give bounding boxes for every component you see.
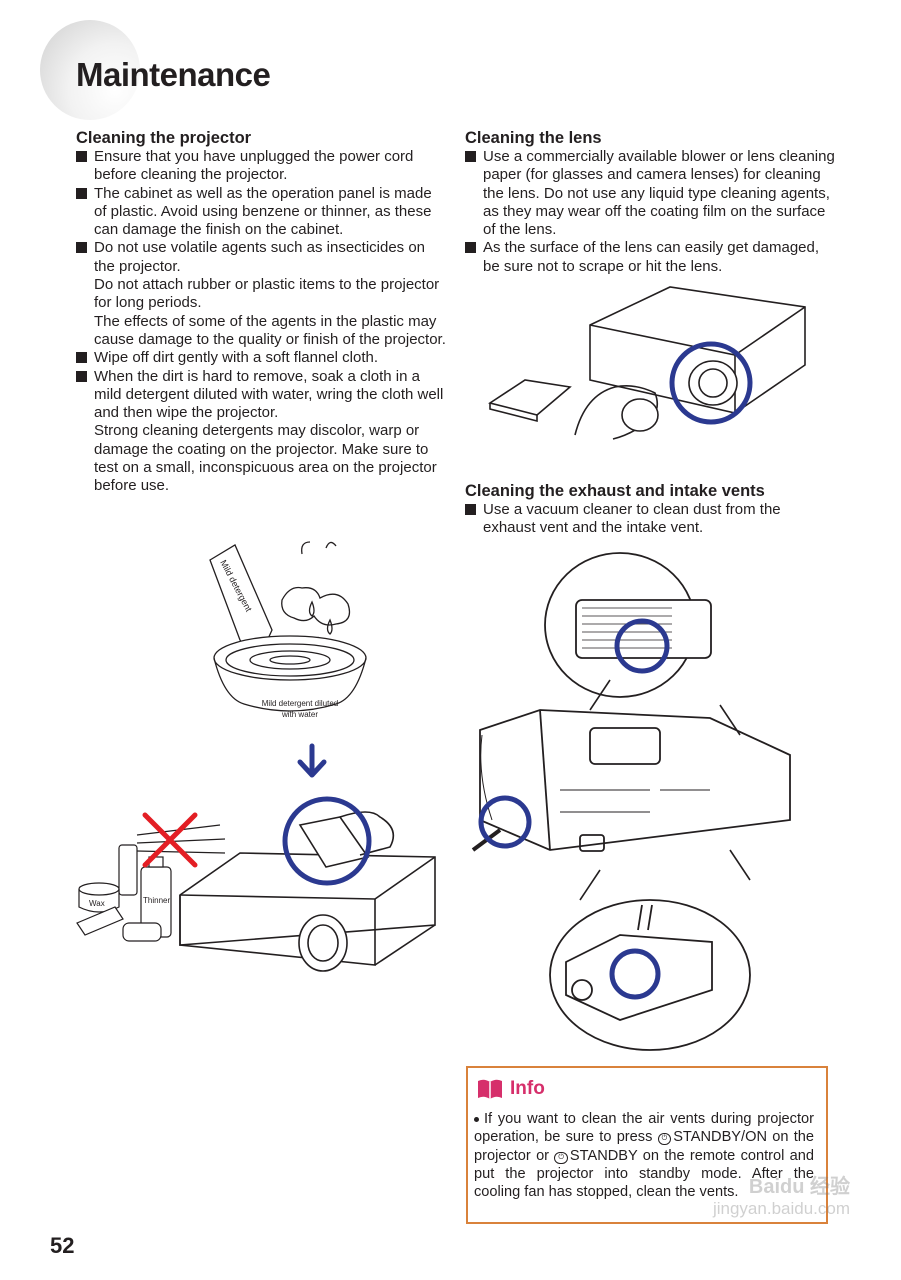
list-item: Do not use volatile agents such as insec… <box>76 239 446 349</box>
watermark-line2: jingyan.baidu.com <box>712 1199 850 1218</box>
watermark-line1: Baidu 经验 <box>748 1176 850 1198</box>
standby-label: STANDBY <box>569 1147 638 1164</box>
bullet-list: Ensure that you have unplugged the power… <box>76 148 446 496</box>
vent-cleaning-illustration <box>471 552 791 1051</box>
section-heading: Cleaning the exhaust and intake vents <box>465 482 765 500</box>
page-title: Maintenance <box>76 56 271 93</box>
section-heading: Cleaning the projector <box>76 129 252 147</box>
book-icon <box>478 1079 502 1099</box>
standby-on-button-icon: ⏻ <box>657 1133 672 1146</box>
bullet-list: Use a vacuum cleaner to clean dust from … <box>465 501 835 538</box>
watermark: Baidu 经验 jingyan.baidu.com <box>620 1170 850 1219</box>
standby-on-label: STANDBY/ON <box>673 1129 767 1146</box>
list-item: Wipe off dirt gently with a soft flannel… <box>76 349 446 367</box>
bullet-list: Use a commercially available blower or l… <box>465 148 835 276</box>
list-item: The cabinet as well as the operation pan… <box>76 185 446 240</box>
wax-label: Wax <box>89 899 105 908</box>
section-cleaning-vents: Cleaning the exhaust and intake vents Us… <box>465 482 835 538</box>
list-item-note: The effects of some of the agents in the… <box>94 312 446 348</box>
section-cleaning-lens: Cleaning the lens Use a commercially ava… <box>465 129 835 276</box>
lens-cleaning-illustration <box>488 286 806 440</box>
section-heading: Cleaning the lens <box>465 129 602 147</box>
section-cleaning-projector: Cleaning the projector Ensure that you h… <box>76 129 446 496</box>
list-item-note: Do not attach rubber or plastic items to… <box>94 276 440 312</box>
bowl-label-line1: Mild detergent diluted <box>262 699 339 708</box>
arrow-down-icon <box>297 743 327 778</box>
list-item: Use a commercially available blower or l… <box>465 148 835 239</box>
info-title: Info <box>510 1078 545 1099</box>
remote-standby-button-icon: ⏻ <box>554 1151 568 1164</box>
info-box: Info If you want to clean the air vents … <box>466 1066 828 1224</box>
list-item: Ensure that you have unplugged the power… <box>76 148 446 185</box>
page-number: 52 <box>50 1233 75 1258</box>
list-item-note: Strong cleaning detergents may discolor,… <box>94 422 437 495</box>
thinner-label: Thinner <box>143 896 170 905</box>
bowl-label-line2: with water <box>281 710 318 719</box>
detergent-bowl-illustration: Mild detergent Mild detergent diluted wi… <box>209 541 367 719</box>
wipe-projector-illustration: Wax Thinner <box>76 796 436 972</box>
title-decoration <box>40 20 140 120</box>
info-text: If you want to clean the air vents durin… <box>474 1111 815 1201</box>
info-header: Info <box>476 1078 545 1100</box>
list-item: When the dirt is hard to remove, soak a … <box>76 368 446 496</box>
bullet-dot <box>474 1116 479 1122</box>
list-item: Use a vacuum cleaner to clean dust from … <box>465 501 835 538</box>
list-item: As the surface of the lens can easily ge… <box>465 239 835 276</box>
